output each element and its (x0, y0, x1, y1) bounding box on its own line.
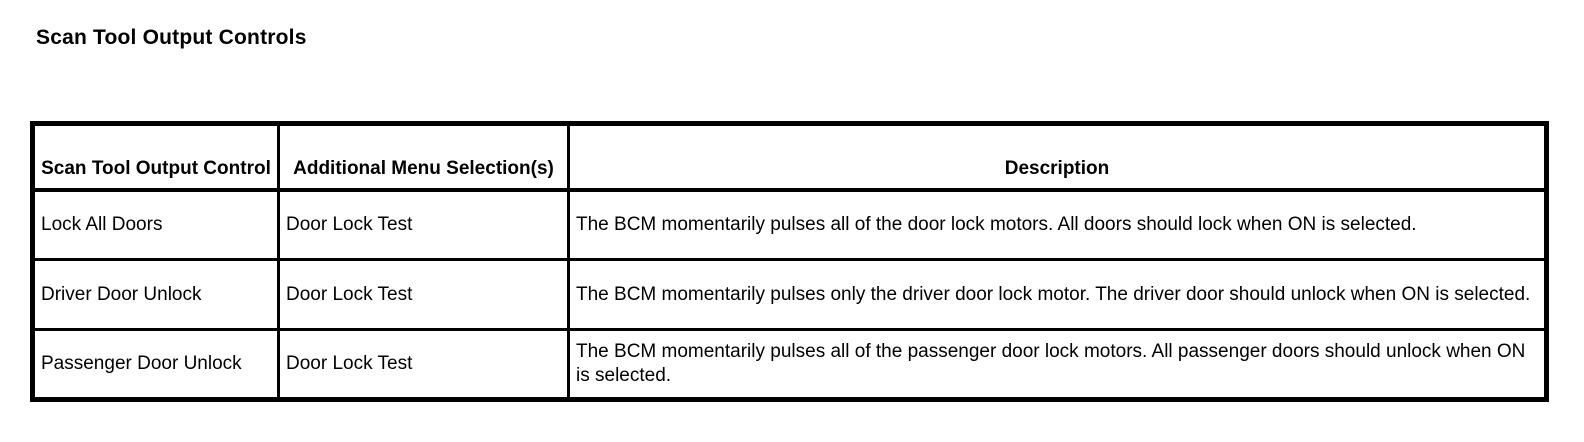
page-title: Scan Tool Output Controls (36, 26, 307, 49)
cell-description: The BCM momentarily pulses all of the pa… (567, 328, 1548, 401)
header-description: Description (567, 122, 1548, 192)
cell-control: Passenger Door Unlock (31, 328, 280, 401)
cell-description: The BCM momentarily pulses only the driv… (567, 258, 1548, 331)
table-row: Passenger Door Unlock Door Lock Test The… (31, 328, 1548, 401)
table-row: Driver Door Unlock Door Lock Test The BC… (31, 258, 1548, 331)
table-row: Lock All Doors Door Lock Test The BCM mo… (31, 188, 1548, 261)
cell-menu: Door Lock Test (277, 188, 570, 261)
scan-tool-output-controls-table: Scan Tool Output Control Additional Menu… (30, 121, 1549, 402)
cell-menu: Door Lock Test (277, 258, 570, 331)
table-header-row: Scan Tool Output Control Additional Menu… (31, 122, 1548, 192)
header-additional-menu-selections: Additional Menu Selection(s) (277, 122, 570, 192)
header-scan-tool-output-control: Scan Tool Output Control (31, 122, 280, 192)
cell-description: The BCM momentarily pulses all of the do… (567, 188, 1548, 261)
cell-control: Lock All Doors (31, 188, 280, 261)
cell-control: Driver Door Unlock (31, 258, 280, 331)
cell-menu: Door Lock Test (277, 328, 570, 401)
